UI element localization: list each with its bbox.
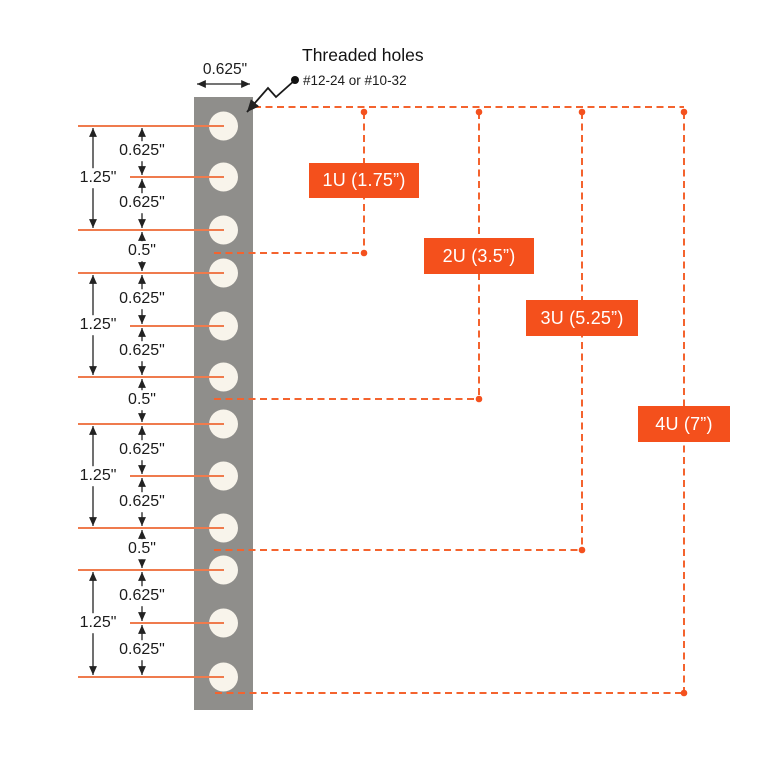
mounting-hole [209,513,238,543]
unit-height-label: 1.25" [76,315,120,335]
unit-height-label: 1.25" [76,613,120,633]
mounting-hole [209,555,238,585]
hole-spacing-label: 0.625" [116,492,168,512]
mounting-hole [209,258,238,288]
rack-rail [194,97,253,710]
hole-spacing-label: 0.625" [116,640,168,660]
rail-width-label: 0.625" [202,61,248,78]
mounting-hole [209,362,238,392]
mounting-hole [209,215,238,245]
unit-label-4u: 4U (7”) [638,406,730,442]
unit-label-1u: 1U (1.75”) [309,163,419,198]
threaded-holes-thread-sizes: #12-24 or #10-32 [303,73,407,88]
mounting-hole [209,111,238,141]
mounting-hole [209,311,238,341]
hole-spacing-label: 0.625" [116,289,168,309]
mounting-hole [209,608,238,638]
mounting-hole [209,162,238,192]
hole-spacing-label: 0.625" [116,586,168,606]
unit-guide-lines [214,106,685,694]
threaded-holes-title: Threaded holes [302,45,424,65]
mounting-hole [209,409,238,439]
unit-gap-label: 0.5" [125,390,159,410]
callout-pointer-arrow [246,76,299,113]
unit-gap-label: 0.5" [125,539,159,559]
unit-label-2u: 2U (3.5”) [424,238,534,274]
mounting-hole [209,662,238,692]
mounting-hole [209,461,238,491]
hole-spacing-label: 0.625" [116,341,168,361]
hole-spacing-label: 0.625" [116,141,168,161]
hole-spacing-label: 0.625" [116,193,168,213]
unit-height-label: 1.25" [76,466,120,486]
unit-label-3u: 3U (5.25”) [526,300,638,336]
hole-spacing-label: 0.625" [116,440,168,460]
unit-gap-label: 0.5" [125,241,159,261]
callout-bullet-dot [291,76,299,84]
unit-height-label: 1.25" [76,168,120,188]
